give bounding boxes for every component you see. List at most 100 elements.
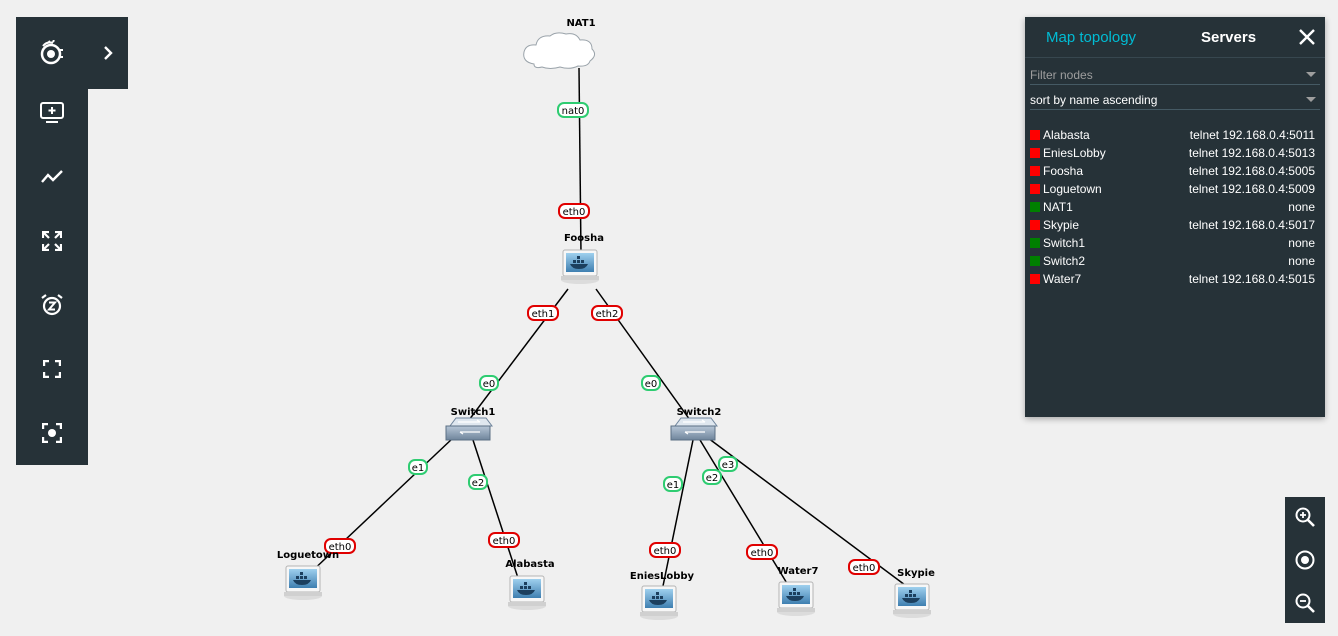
server-name: Loguetown [1043, 182, 1102, 196]
chevron-right-icon[interactable] [88, 17, 128, 89]
server-name: Water7 [1043, 272, 1082, 286]
node-loguetown[interactable]: Loguetown [277, 550, 339, 601]
port-label: nat0 [557, 102, 589, 118]
server-console: none [1288, 236, 1315, 250]
snooze-icon[interactable] [16, 273, 88, 337]
server-row[interactable]: Switch1 none [1030, 234, 1315, 252]
port-label: eth0 [746, 544, 778, 560]
filter-nodes-placeholder: Filter nodes [1030, 68, 1093, 82]
chevron-down-icon [1306, 97, 1316, 102]
svg-text:eth2: eth2 [596, 309, 619, 320]
toolbar-extension [88, 17, 128, 89]
svg-text:e2: e2 [706, 473, 719, 484]
node-enieslobby[interactable]: EniesLobby [630, 571, 695, 621]
port-label: eth0 [558, 203, 590, 219]
server-row[interactable]: Skypie telnet 192.168.0.4:5017 [1030, 216, 1315, 234]
reset-zoom-icon[interactable] [1285, 540, 1325, 580]
node-foosha[interactable]: Foosha [560, 233, 604, 285]
svg-text:eth0: eth0 [329, 542, 352, 553]
close-icon[interactable] [1297, 27, 1317, 51]
link-switch2-water7[interactable] [699, 439, 789, 586]
tab-servers[interactable]: Servers [1201, 29, 1257, 46]
node-label: Water7 [778, 566, 819, 577]
link-nat1-foosha[interactable] [578, 67, 582, 256]
port-labels-layer: nat0 eth0 eth1 e0 eth2 e0 e1 eth0 [324, 102, 880, 575]
node-water7[interactable]: Water7 [776, 566, 819, 617]
node-switch2[interactable]: Switch2 [670, 407, 722, 441]
port-label: eth0 [488, 532, 520, 548]
status-indicator [1030, 166, 1040, 176]
svg-text:e1: e1 [412, 463, 425, 474]
links-layer [307, 67, 906, 587]
node-label: Switch1 [451, 407, 496, 418]
node-label: Loguetown [277, 550, 339, 561]
node-label: EniesLobby [630, 571, 695, 582]
zoom-out-icon[interactable] [1285, 583, 1325, 623]
svg-text:e3: e3 [722, 460, 735, 471]
docker-host-icon [560, 249, 600, 285]
docker-host-icon [283, 565, 323, 601]
docker-host-icon [639, 585, 679, 621]
node-label: NAT1 [566, 18, 595, 29]
left-toolbar [16, 17, 88, 465]
node-alabasta[interactable]: Alabasta [505, 559, 555, 611]
port-label: e2 [468, 474, 488, 490]
server-row[interactable]: EniesLobby telnet 192.168.0.4:5013 [1030, 144, 1315, 162]
port-label: e0 [479, 375, 499, 391]
svg-text:e2: e2 [472, 478, 485, 489]
status-indicator [1030, 238, 1040, 248]
port-label: eth0 [848, 559, 880, 575]
node-switch1[interactable]: Switch1 [445, 407, 496, 441]
status-indicator [1030, 274, 1040, 284]
tab-map-topology[interactable]: Map topology [1046, 29, 1137, 46]
zoom-in-icon[interactable] [1285, 497, 1325, 537]
filter-nodes-select[interactable]: Filter nodes [1030, 60, 1320, 85]
fit-view-icon[interactable] [16, 209, 88, 273]
add-node-icon[interactable] [16, 81, 88, 145]
port-label: e3 [718, 456, 738, 472]
node-skypie[interactable]: Skypie [892, 568, 935, 619]
server-console: none [1288, 254, 1315, 268]
svg-text:eth1: eth1 [532, 309, 555, 320]
status-indicator [1030, 220, 1040, 230]
server-console: telnet 192.168.0.4:5017 [1188, 218, 1315, 232]
docker-host-icon [776, 581, 816, 617]
zoom-controls [1285, 497, 1325, 623]
server-row[interactable]: Switch2 none [1030, 252, 1315, 270]
server-row[interactable]: Alabasta telnet 192.168.0.4:5011 [1030, 126, 1315, 144]
server-console: telnet 192.168.0.4:5005 [1188, 164, 1315, 178]
server-row[interactable]: NAT1 none [1030, 198, 1315, 216]
node-label: Switch2 [677, 407, 722, 418]
svg-text:e0: e0 [645, 379, 658, 390]
node-label: Alabasta [505, 559, 554, 570]
server-row[interactable]: Loguetown telnet 192.168.0.4:5009 [1030, 180, 1315, 198]
sort-select[interactable]: sort by name ascending [1030, 85, 1320, 110]
server-row[interactable]: Foosha telnet 192.168.0.4:5005 [1030, 162, 1315, 180]
port-label: e1 [663, 476, 683, 492]
docker-host-icon [507, 575, 547, 611]
svg-text:e1: e1 [667, 480, 680, 491]
svg-text:eth0: eth0 [493, 536, 516, 547]
svg-text:eth0: eth0 [751, 548, 774, 559]
server-row[interactable]: Water7 telnet 192.168.0.4:5015 [1030, 270, 1315, 288]
port-label: eth0 [649, 542, 681, 558]
port-label: eth1 [527, 305, 559, 321]
switch-icon [670, 417, 718, 441]
panel-header: Map topology Servers [1025, 17, 1325, 58]
server-name: Switch1 [1043, 236, 1086, 250]
port-label: eth2 [591, 305, 623, 321]
gns3-logo-icon[interactable] [16, 21, 88, 85]
status-indicator [1030, 202, 1040, 212]
link-switch2-enieslobby[interactable] [662, 439, 694, 587]
node-label: Skypie [897, 568, 935, 579]
server-console: telnet 192.168.0.4:5011 [1189, 128, 1315, 142]
svg-text:eth0: eth0 [853, 563, 876, 574]
svg-text:nat0: nat0 [562, 106, 585, 117]
draw-link-icon[interactable] [16, 145, 88, 209]
node-nat1[interactable]: NAT1 [523, 18, 596, 69]
link-switch1-alabasta[interactable] [472, 439, 519, 579]
fullscreen-icon[interactable] [16, 337, 88, 401]
screenshot-icon[interactable] [16, 401, 88, 465]
port-label: e0 [641, 375, 661, 391]
